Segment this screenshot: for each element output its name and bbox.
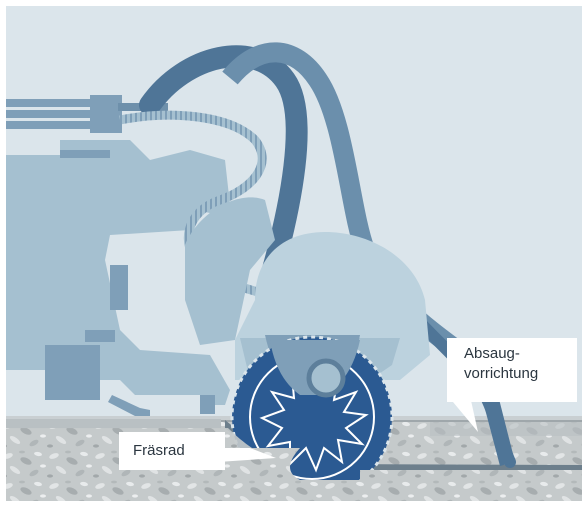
milling-wheel-label: Fräsrad xyxy=(119,432,225,470)
wheel-hub xyxy=(309,361,343,395)
suction-device-label: Absaug- vorrichtung xyxy=(447,338,577,402)
